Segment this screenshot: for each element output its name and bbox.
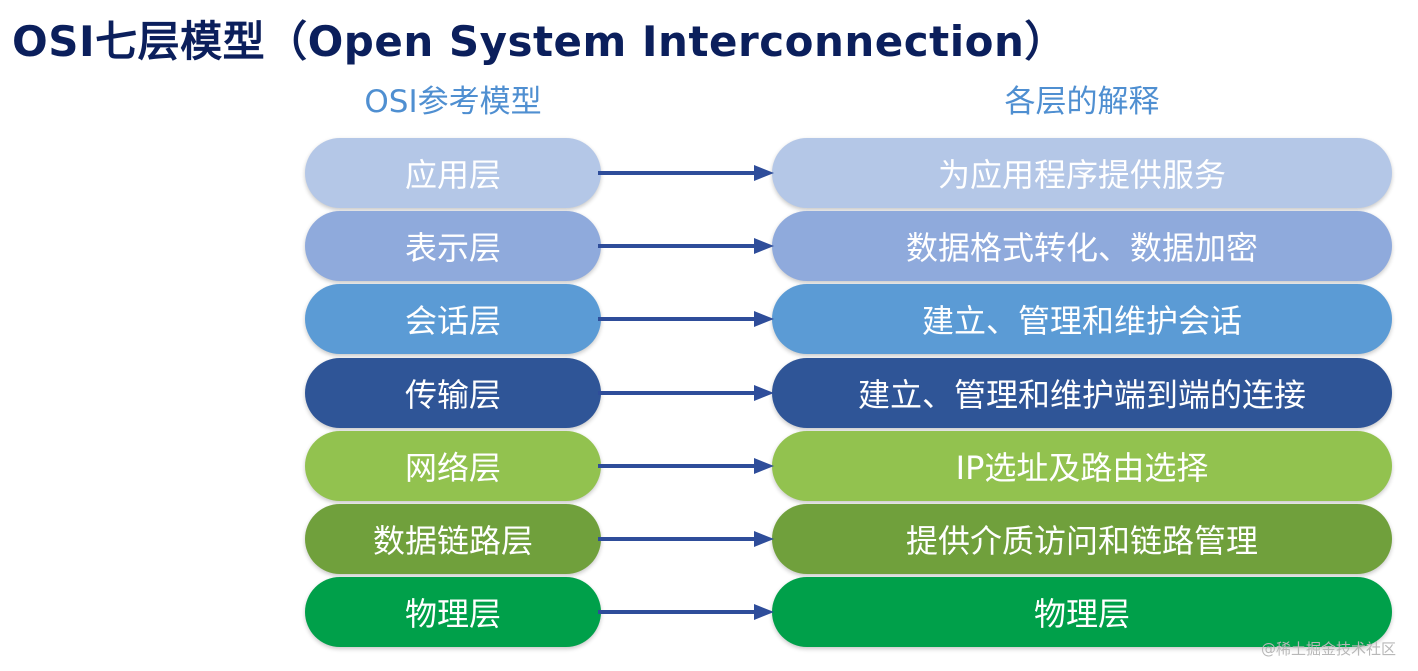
arrow-right-icon (598, 165, 774, 181)
layer-description: 提供介质访问和链路管理 (772, 504, 1392, 574)
layer-name: 传输层 (305, 357, 601, 428)
layer-description: 建立、管理和维护会话 (772, 284, 1392, 355)
arrow-right-icon (598, 531, 774, 547)
osi-model-heading: OSI参考模型 (364, 84, 542, 120)
watermark: @稀土掘金技术社区 (1260, 640, 1396, 658)
layer-description: 物理层 (772, 577, 1392, 648)
layer-name: 网络层 (305, 430, 601, 501)
arrow-right-icon (598, 384, 774, 401)
layer-name: 物理层 (305, 577, 601, 648)
layer-description: 为应用程序提供服务 (772, 138, 1392, 208)
arrow-right-icon (598, 604, 774, 621)
layer-name: 表示层 (305, 211, 601, 282)
layer-description: 建立、管理和维护端到端的连接 (772, 357, 1392, 428)
arrow-right-icon (598, 311, 774, 328)
page-title: OSI七层模型（Open System Interconnection） (12, 17, 1067, 66)
layer-description: 数据格式转化、数据加密 (772, 211, 1392, 282)
layer-name: 数据链路层 (305, 504, 601, 574)
layer-name: 应用层 (305, 138, 601, 208)
layer-description: IP选址及路由选择 (772, 430, 1392, 501)
arrow-right-icon (598, 238, 774, 255)
explanation-heading: 各层的解释 (1004, 84, 1160, 120)
arrow-right-icon (598, 457, 774, 474)
layer-name: 会话层 (305, 284, 601, 355)
